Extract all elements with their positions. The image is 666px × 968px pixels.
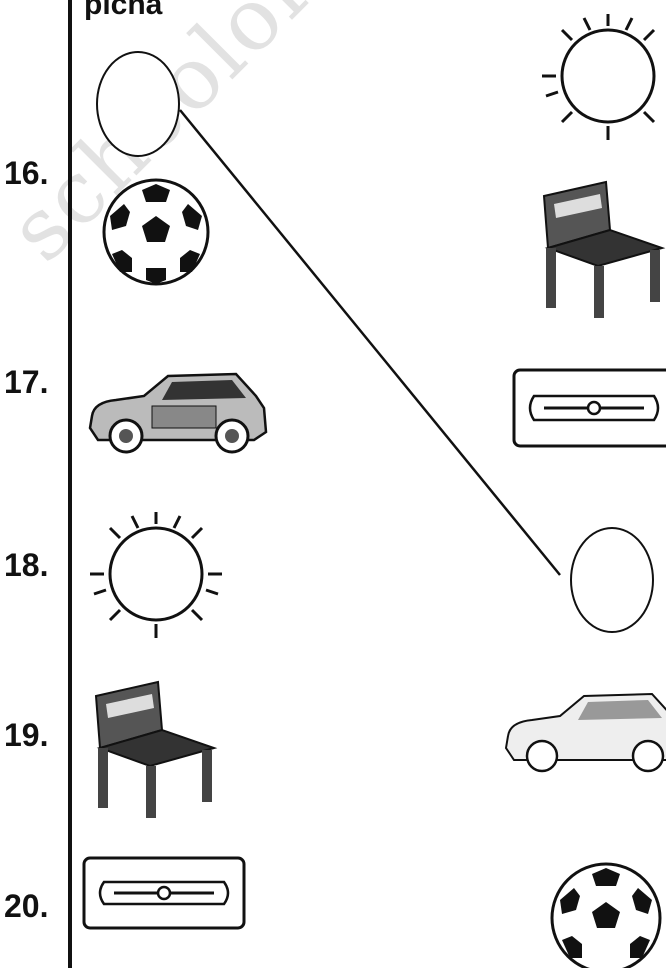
car-icon[interactable] [86,366,270,460]
sun-icon-right[interactable] [538,8,666,142]
chair-icon-right[interactable] [538,178,666,320]
egg-icon[interactable] [92,48,188,160]
razor-blade-icon[interactable] [78,852,250,934]
sun-icon[interactable] [86,506,228,642]
soccer-ball-icon-right[interactable] [548,860,666,968]
soccer-ball-icon[interactable] [100,176,212,288]
egg-icon-right[interactable] [564,522,660,634]
chair-icon[interactable] [90,678,218,820]
car-icon-right[interactable] [502,686,666,774]
razor-blade-icon-right[interactable] [508,364,666,452]
